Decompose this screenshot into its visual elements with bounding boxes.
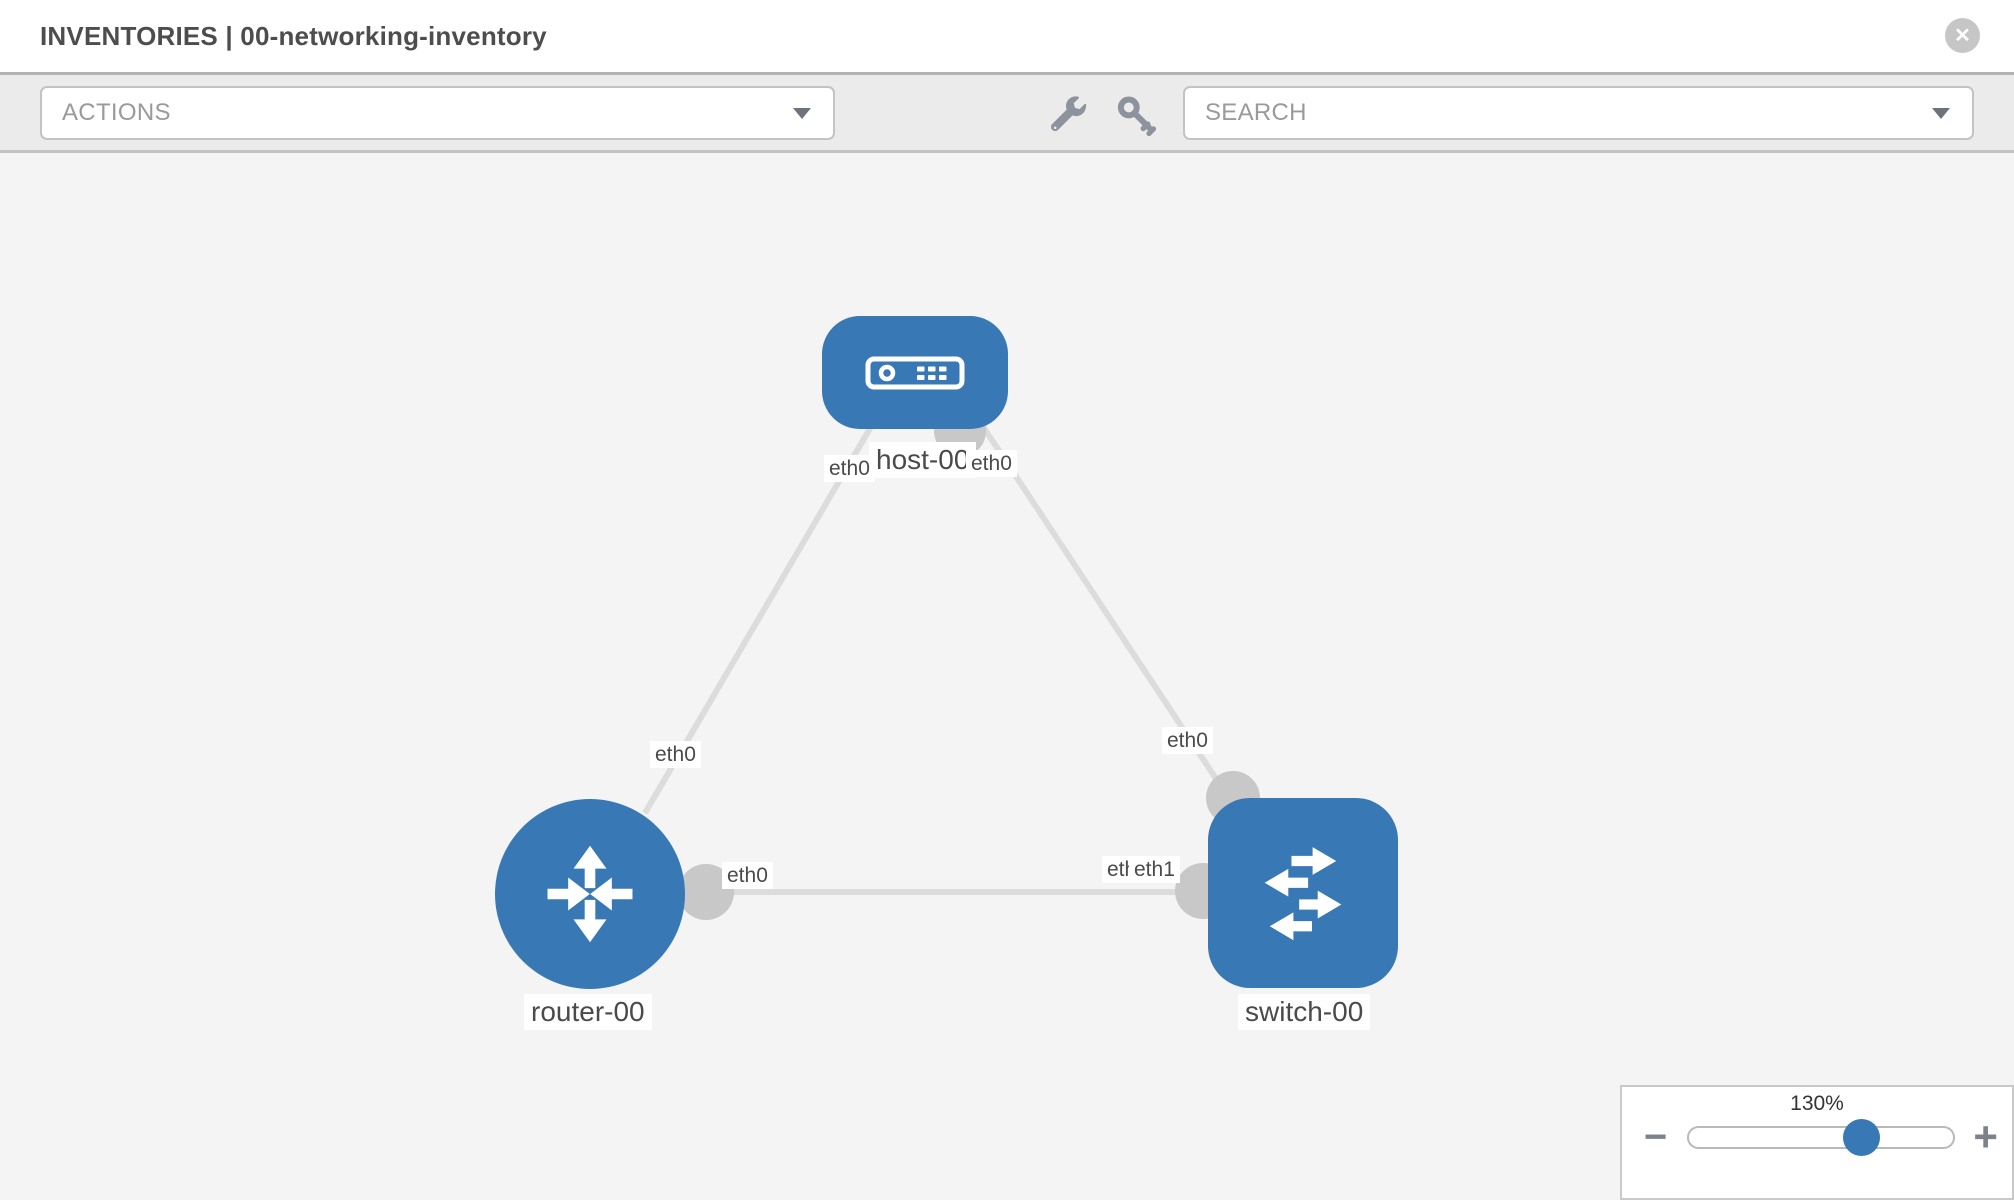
tools-button[interactable] (1044, 91, 1092, 139)
node-label-switch-00: switch-00 (1238, 994, 1371, 1030)
node-label-router-00: router-00 (524, 994, 652, 1030)
interface-label-switch-eth0: eth0 (1162, 727, 1213, 755)
link-host-switch (979, 423, 1243, 817)
zoom-slider[interactable] (1687, 1118, 1956, 1156)
interface-label-router-eth0: eth0 (722, 862, 773, 890)
interface-label-host-eth0-right: eth0 (966, 450, 1017, 478)
node-switch-00[interactable] (1208, 798, 1398, 988)
node-label-host-00: host-00 (869, 442, 977, 478)
zoom-out-button[interactable]: − (1644, 1115, 1668, 1159)
interface-label-switch-eth1: eth1 (1129, 856, 1180, 884)
zoom-slider-thumb[interactable] (1843, 1118, 1881, 1156)
toolbar: ACTIONS SEARCH (0, 72, 2014, 153)
zoom-level: 130% (1790, 1092, 1844, 1115)
topology-links (642, 405, 1260, 920)
topology-canvas[interactable]: host-00 router-00 switch-00 eth0 eth0 et… (0, 153, 2014, 1200)
interface-label-switch-overlapped: eth0 (1102, 856, 1129, 884)
zoom-control: 130% − + (1620, 1085, 2014, 1200)
connector-router-right (678, 864, 734, 920)
actions-placeholder: ACTIONS (62, 99, 171, 126)
wrench-icon (1050, 96, 1087, 132)
node-router-00[interactable] (495, 799, 685, 989)
chevron-down-icon (793, 108, 811, 119)
close-button[interactable]: ✕ (1945, 18, 1980, 53)
close-icon: ✕ (1954, 25, 1971, 47)
host-icon (865, 356, 965, 389)
router-icon (547, 845, 633, 943)
interface-label-host-eth0-left: eth0 (824, 455, 875, 483)
zoom-in-button[interactable]: + (1973, 1113, 1998, 1160)
actions-dropdown[interactable]: ACTIONS (40, 86, 835, 140)
page-title: INVENTORIES | 00-networking-inventory (40, 21, 547, 51)
node-host-00[interactable] (822, 316, 1008, 429)
zoom-row: − + (1622, 1113, 2012, 1160)
search-dropdown[interactable]: SEARCH (1183, 86, 1974, 140)
search-placeholder: SEARCH (1205, 99, 1307, 126)
key-icon (1117, 96, 1157, 137)
chevron-down-icon (1932, 108, 1950, 119)
credentials-button[interactable] (1112, 91, 1160, 139)
header: INVENTORIES | 00-networking-inventory ✕ (0, 0, 2014, 72)
switch-icon (1264, 847, 1342, 941)
interface-label-router-eth0-uplink: eth0 (650, 741, 701, 769)
